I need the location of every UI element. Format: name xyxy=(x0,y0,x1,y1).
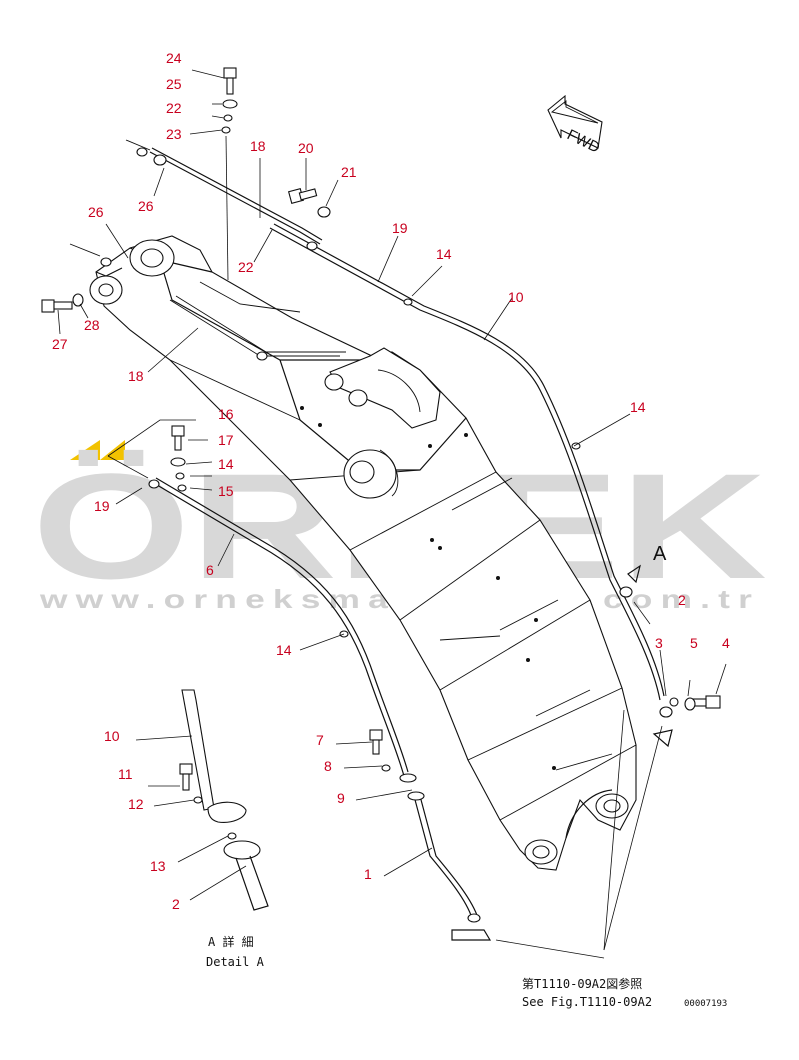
callout-26: 26 xyxy=(138,198,154,214)
callout-7: 7 xyxy=(316,732,324,748)
section-marker-label: A xyxy=(653,543,667,565)
callout-18: 18 xyxy=(128,368,144,384)
callout-16: 16 xyxy=(218,406,234,422)
callout-28: 28 xyxy=(84,317,100,333)
reference-en: See Fig.T1110-09A2 xyxy=(522,995,652,1009)
bolt-16-icon xyxy=(171,425,185,437)
hardware xyxy=(41,67,721,772)
bolt-27-icon xyxy=(41,299,55,313)
boom-body xyxy=(89,235,637,871)
callout-21: 21 xyxy=(341,164,357,180)
callout-14: 14 xyxy=(218,456,234,472)
callout-26: 26 xyxy=(88,204,104,220)
callout-27: 27 xyxy=(52,336,68,352)
callout-24: 24 xyxy=(166,50,182,66)
bolt-7-icon xyxy=(369,729,383,741)
drawing-code: 00007193 xyxy=(684,999,727,1009)
callout-13: 13 xyxy=(150,858,166,874)
leader-lines xyxy=(57,69,727,959)
callout-15: 15 xyxy=(218,483,234,499)
bolt-4-icon xyxy=(705,695,721,709)
callout-2: 2 xyxy=(172,896,180,912)
callout-22: 22 xyxy=(238,259,254,275)
callout-1: 1 xyxy=(364,866,372,882)
callout-14: 14 xyxy=(276,642,292,658)
callout-18: 18 xyxy=(250,138,266,154)
detail-caption-en: Detail A xyxy=(206,955,265,969)
watermark-accent-left xyxy=(70,440,100,460)
callout-9: 9 xyxy=(337,790,345,806)
callout-17: 17 xyxy=(218,432,234,448)
captions: A 詳 細 Detail A 第T1110-09A2図参照 See Fig.T1… xyxy=(206,934,727,1009)
section-marker-a: A xyxy=(627,543,667,584)
callout-6: 6 xyxy=(206,562,214,578)
washer-28-icon xyxy=(72,293,84,307)
callout-19: 19 xyxy=(392,220,408,236)
detail-a xyxy=(179,689,269,911)
detail-caption-jp: A 詳 細 xyxy=(208,934,254,949)
callout-3: 3 xyxy=(655,635,663,651)
detail-bolt-11-icon xyxy=(179,763,193,775)
washer-25-icon xyxy=(222,99,238,109)
callout-2: 2 xyxy=(678,592,686,608)
callout-19: 19 xyxy=(94,498,110,514)
bolt-24-icon xyxy=(223,67,237,79)
fwd-arrow-icon: FWD xyxy=(547,94,603,157)
washer-21-icon xyxy=(317,206,331,218)
callout-14: 14 xyxy=(630,399,646,415)
callout-23: 23 xyxy=(166,126,182,142)
reference-jp: 第T1110-09A2図参照 xyxy=(522,976,642,991)
washer-5-icon xyxy=(684,697,696,711)
callout-25: 25 xyxy=(166,76,182,92)
callout-10: 10 xyxy=(104,728,120,744)
callout-numbers: 24 25 22 23 18 20 21 26 26 22 19 14 10 2… xyxy=(52,50,730,912)
callout-12: 12 xyxy=(128,796,144,812)
callout-20: 20 xyxy=(298,140,314,156)
callout-11: 11 xyxy=(118,766,133,782)
callout-22: 22 xyxy=(166,100,182,116)
watermark-accent-right xyxy=(100,440,125,460)
callout-14: 14 xyxy=(436,246,452,262)
callout-5: 5 xyxy=(690,635,698,651)
callout-10: 10 xyxy=(508,289,524,305)
callout-4: 4 xyxy=(722,635,730,651)
callout-8: 8 xyxy=(324,758,332,774)
tubes xyxy=(69,139,673,941)
